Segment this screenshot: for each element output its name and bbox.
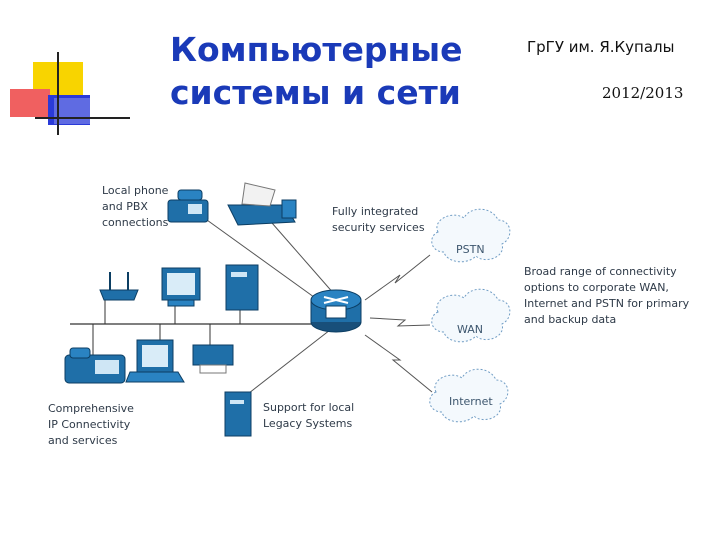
label-ip-2: IP Connectivity — [48, 418, 131, 431]
academic-year: 2012/2013 — [602, 84, 684, 102]
wireless-ap-icon — [99, 272, 139, 301]
corner-decoration — [10, 52, 130, 135]
server-icon — [225, 264, 259, 311]
label-connectivity-3: Internet and PSTN for primary — [524, 297, 690, 310]
router-icon — [310, 289, 362, 333]
link-pstn — [364, 254, 431, 301]
label-pbx-3: connections — [102, 216, 169, 229]
label-ip-3: and services — [48, 434, 118, 447]
link-internet — [364, 334, 433, 393]
label-connectivity-4: and backup data — [524, 313, 616, 326]
label-legacy-1: Support for local — [263, 401, 354, 414]
cloud-label-internet: Internet — [449, 395, 493, 408]
blue-square — [48, 95, 90, 125]
link-phone — [199, 214, 326, 306]
monitor-icon — [161, 267, 201, 307]
fax-icon — [227, 182, 297, 226]
link-wan — [369, 317, 431, 327]
cloud-icon — [429, 208, 511, 423]
title-line-1: Компьютерные — [170, 30, 463, 69]
red-square — [10, 89, 50, 117]
workstation-icon — [125, 339, 185, 383]
label-connectivity-2: options to corporate WAN, — [524, 281, 669, 294]
label-security-2: security services — [332, 221, 425, 234]
link-fax — [264, 214, 336, 296]
organization-name: ГрГУ им. Я.Купалы — [527, 38, 675, 56]
legacy-server-icon — [224, 391, 252, 437]
ip-phone-icon — [64, 347, 126, 384]
cloud-label-pstn: PSTN — [456, 243, 485, 256]
link-legacy — [239, 329, 331, 401]
phone-icon — [167, 189, 209, 223]
label-pbx-1: Local phone — [102, 184, 169, 197]
printer-icon — [192, 344, 234, 374]
slide-title: Компьютерные системы и сети — [170, 28, 490, 114]
label-connectivity-1: Broad range of connectivity — [524, 265, 677, 278]
label-ip-1: Comprehensive — [48, 402, 134, 415]
label-pbx-2: and PBX — [102, 200, 148, 213]
network-diagram: PSTN WAN Internet Local phone and PBX co… — [48, 182, 690, 447]
title-line-2: системы и сети — [170, 73, 461, 112]
cloud-label-wan: WAN — [457, 323, 483, 336]
label-security-1: Fully integrated — [332, 205, 418, 218]
label-legacy-2: Legacy Systems — [263, 417, 352, 430]
